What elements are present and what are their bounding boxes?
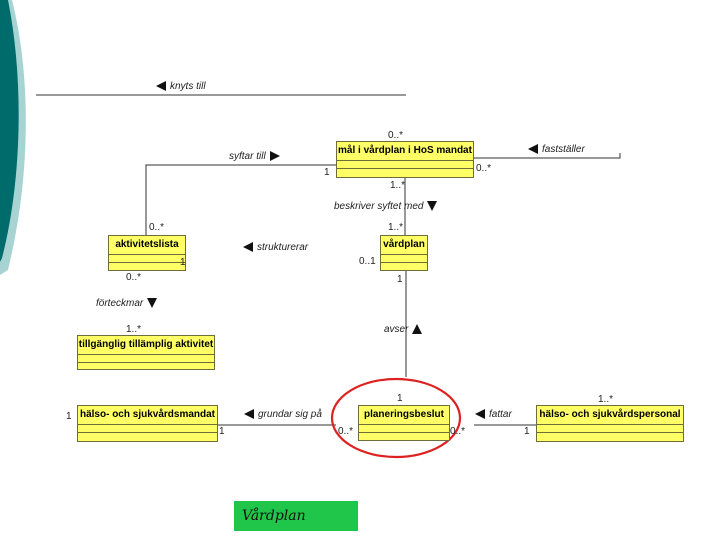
assoc-grundar: grundar sig på (244, 409, 322, 420)
direction-up-icon (412, 324, 423, 335)
mult-mandat-right: 1 (219, 426, 225, 437)
class-name: mål i vårdplan i HoS mandat (337, 142, 473, 161)
direction-left-icon (244, 409, 254, 420)
class-planeringsbeslut: planeringsbeslut (358, 405, 450, 441)
assoc-beskriver: beskriver syftet med (334, 201, 438, 212)
assoc-syftar-till: syftar till (229, 151, 280, 162)
direction-right-icon (269, 151, 280, 162)
class-mal-i-vardplan: mål i vårdplan i HoS mandat (336, 141, 474, 178)
direction-left-icon (156, 81, 166, 92)
assoc-forteckmar: förteckmar (96, 298, 158, 309)
direction-left-icon (528, 144, 538, 155)
mult-pb-right: 0..* (450, 426, 466, 437)
mult-mal-bottom: 1..* (390, 180, 406, 191)
direction-left-icon (475, 409, 485, 420)
class-tillganglig-aktivitet: tillgänglig tillämplig aktivitet (77, 335, 215, 370)
mult-akt-bottom: 0..* (126, 272, 142, 283)
caption-label: Vårdplan (234, 501, 358, 531)
mult-tta-top: 1..* (126, 324, 142, 335)
direction-down-icon (427, 201, 438, 212)
mult-vp-top: 1..* (388, 222, 404, 233)
class-name: vårdplan (381, 236, 427, 255)
mult-mandat-left: 1 (66, 411, 72, 422)
left-decoration (0, 0, 26, 275)
line-syftar-till (145, 164, 336, 235)
assoc-strukturerar: strukturerar (243, 242, 308, 253)
class-aktivitetslista: aktivitetslista (108, 235, 186, 271)
class-name: aktivitetslista (109, 236, 185, 255)
direction-left-icon (243, 242, 253, 253)
assoc-avser: avser (384, 324, 423, 335)
class-name: tillgänglig tillämplig aktivitet (78, 336, 214, 355)
class-halso-sjukvardsmandat: hälso- och sjukvårdsmandat (77, 405, 218, 442)
highlight-ellipse (330, 377, 462, 459)
assoc-fattar: fattar (475, 409, 512, 420)
line-faststaller (472, 153, 621, 159)
class-name: hälso- och sjukvårdspersonal (537, 406, 683, 425)
mult-pers-top: 1..* (598, 394, 614, 405)
mult-vp-left: 0..1 (359, 256, 376, 267)
mult-akt-right: 1 (180, 257, 186, 268)
mult-akt-top: 0..* (149, 222, 165, 233)
mult-mal-left: 1 (324, 167, 330, 178)
class-name: planeringsbeslut (359, 406, 449, 425)
assoc-knyts-till: knyts till (156, 81, 206, 92)
mult-pb-left: 0..* (338, 426, 354, 437)
class-vardplan: vårdplan (380, 235, 428, 271)
mult-pb-top: 1 (397, 393, 403, 404)
assoc-faststaller: fastställer (528, 144, 585, 155)
class-name: hälso- och sjukvårdsmandat (78, 406, 217, 425)
mult-mal-right: 0..* (476, 163, 492, 174)
mult-pers-left: 1 (524, 426, 530, 437)
mult-vp-bottom: 1 (397, 274, 403, 285)
class-halso-sjukvardspersonal: hälso- och sjukvårdspersonal (536, 405, 684, 442)
direction-down-icon (147, 298, 158, 309)
mult-mal-top: 0..* (388, 130, 404, 141)
association-lines (36, 94, 621, 426)
